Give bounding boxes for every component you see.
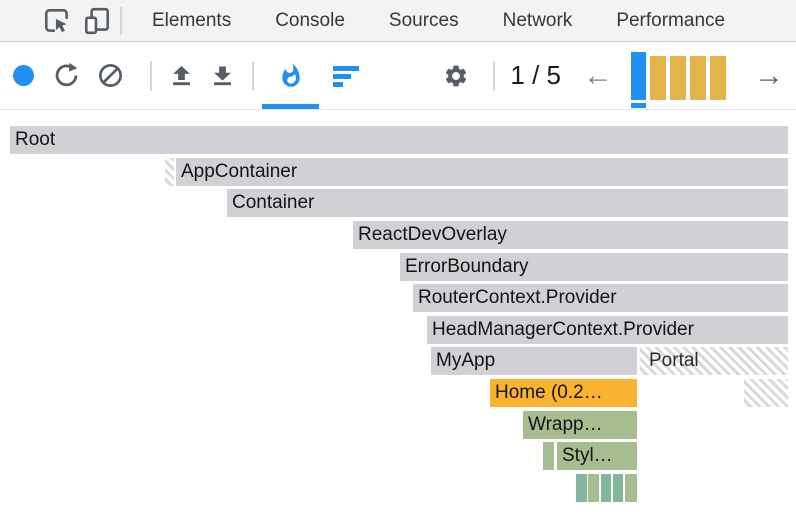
save-profile-icon[interactable]	[209, 62, 236, 89]
toolbar-separator	[120, 6, 122, 35]
flame-bar-myapp[interactable]: MyApp	[431, 347, 637, 375]
tab-network[interactable]: Network	[502, 9, 573, 31]
flame-self-time-block[interactable]	[576, 474, 587, 502]
flame-bar-styl[interactable]: Styl…	[557, 442, 637, 470]
snapshot-bar[interactable]	[710, 55, 726, 100]
tab-sources[interactable]: Sources	[388, 9, 459, 31]
toolbar-separator	[493, 60, 496, 91]
flamegraph-view-tab[interactable]	[262, 42, 319, 109]
profiler-toolbar: 1 / 5 ← →	[0, 42, 796, 110]
snapshot-bar[interactable]	[670, 55, 686, 100]
device-toolbar-icon[interactable]	[82, 6, 112, 36]
snapshot-bar[interactable]	[650, 55, 666, 100]
flame-bar-appcontainer[interactable]: AppContainer	[176, 158, 788, 186]
next-snapshot-arrow[interactable]: →	[754, 58, 784, 92]
flame-bar-headmanagercontext-provider[interactable]: HeadManagerContext.Provider	[427, 316, 788, 344]
inspect-element-icon[interactable]	[42, 6, 72, 36]
flame-self-time-block[interactable]	[588, 474, 599, 502]
tab-console[interactable]: Console	[275, 9, 345, 31]
flame-icon	[281, 63, 300, 87]
flame-self-time-block[interactable]	[613, 474, 623, 502]
flame-bar-root[interactable]: Root	[10, 126, 788, 154]
flame-bar-routercontext-provider[interactable]: RouterContext.Provider	[413, 284, 788, 312]
ranked-view-tab[interactable]	[323, 42, 369, 109]
flame-bar-home-0-2[interactable]: Home (0.2…	[490, 379, 637, 407]
flame-bar-reactdevoverlay[interactable]: ReactDevOverlay	[353, 221, 788, 249]
tab-performance[interactable]: Performance	[616, 9, 726, 31]
flame-bar-errorboundary[interactable]: ErrorBoundary	[400, 253, 788, 281]
toolbar-separator	[252, 60, 254, 91]
previous-snapshot-arrow[interactable]: ←	[583, 58, 613, 92]
devtools-tabs: Elements Console Sources Network Performance	[130, 0, 747, 41]
devtools-tab-bar: Elements Console Sources Network Performance	[0, 0, 796, 42]
load-profile-icon[interactable]	[168, 62, 195, 89]
flame-bar-portal[interactable]: Portal	[640, 347, 788, 375]
record-button[interactable]	[13, 65, 34, 86]
flame-self-time-block[interactable]	[601, 474, 611, 502]
toolbar-separator	[150, 60, 152, 91]
selected-tab-underline	[262, 104, 319, 109]
settings-gear-icon[interactable]	[443, 63, 469, 89]
flame-bar-container[interactable]: Container	[227, 189, 788, 217]
tab-elements[interactable]: Elements	[152, 9, 232, 31]
flame-self-time-block	[744, 379, 788, 407]
flame-bar-wrapp[interactable]: Wrapp…	[523, 411, 637, 439]
snapshot-bar[interactable]	[690, 55, 706, 100]
snapshot-bar-selected[interactable]	[631, 51, 646, 100]
flame-self-time-block	[165, 158, 174, 186]
ranked-chart-icon	[333, 65, 359, 87]
selected-snapshot-underline	[631, 102, 646, 108]
snapshot-page-indicator: 1 / 5	[510, 60, 561, 90]
clear-profiling-data-icon[interactable]	[97, 62, 124, 89]
snapshot-selector-chart	[631, 51, 726, 108]
reload-and-profile-icon[interactable]	[53, 62, 80, 89]
flame-self-time-block[interactable]	[625, 474, 637, 502]
flame-self-time-block[interactable]	[543, 442, 554, 470]
